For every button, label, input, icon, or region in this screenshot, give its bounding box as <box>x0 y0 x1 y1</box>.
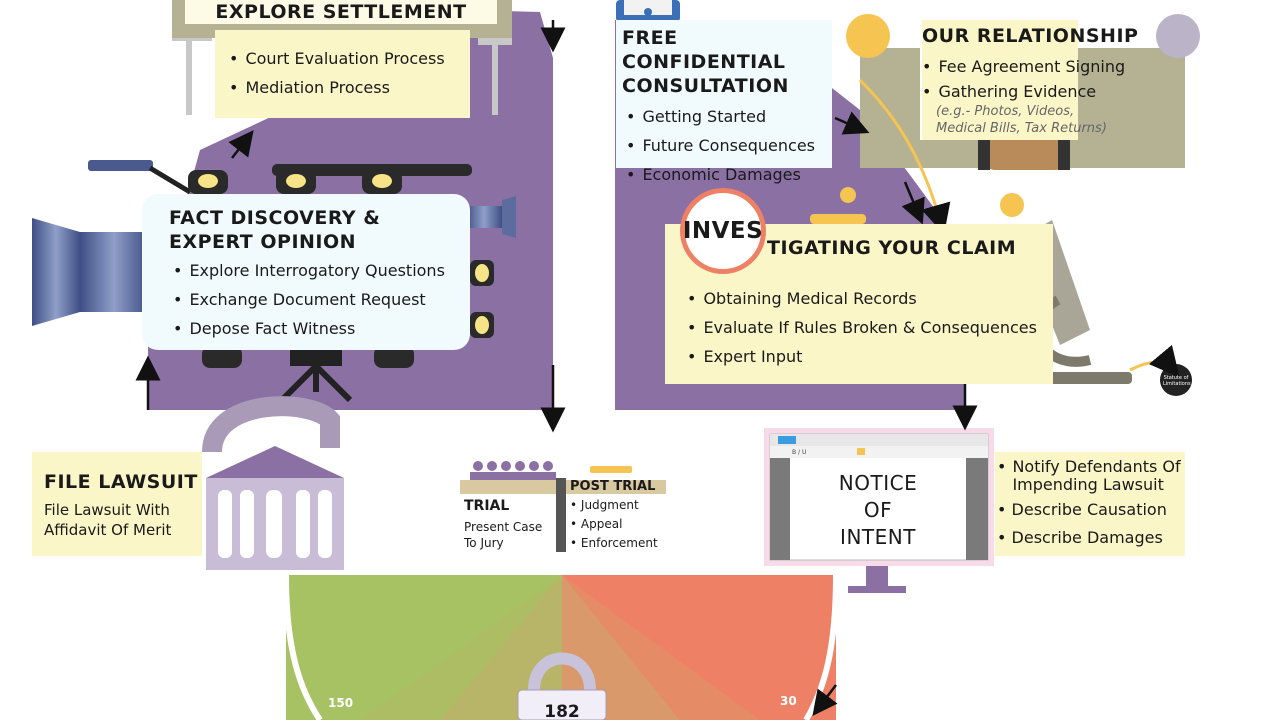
evidence-note-line1: (e.g.- Photos, Videos, <box>936 104 1075 119</box>
flow-arrows <box>135 20 1180 716</box>
trial-desc-line2: To Jury <box>464 536 504 550</box>
explore-settlement-title: EXPLORE SETTLEMENT <box>185 0 497 24</box>
list-item: • Describe Causation <box>997 500 1167 519</box>
courthouse-illustration <box>202 396 344 570</box>
list-item: Exchange Document Request <box>173 285 470 314</box>
trial-box: TRIAL Present Case To Jury <box>462 497 556 553</box>
list-item: • Judgment <box>570 498 639 512</box>
list-item: • Describe Damages <box>997 528 1163 547</box>
investigating-magnified-text: INVES <box>682 218 764 244</box>
list-item: Mediation Process <box>229 73 470 102</box>
file-lawsuit-box: FILE LAWSUIT File Lawsuit With Affidavit… <box>32 452 202 556</box>
list-item: •Notify Defendants Of Impending Lawsuit <box>997 457 1181 494</box>
jury-illustration <box>470 461 556 480</box>
post-trial-title: POST TRIAL <box>570 479 656 494</box>
list-item: Court Evaluation Process <box>229 44 470 73</box>
notice-line1: NOTICE <box>838 471 918 495</box>
monitor-toolbar-text: B / U <box>792 449 807 456</box>
relationship-title: OUR RELATIONSHIP <box>922 25 1139 47</box>
lock-value: 182 <box>544 702 580 722</box>
list-item: Fee Agreement Signing <box>922 52 1142 81</box>
fact-discovery-title-line1: FACT DISCOVERY & <box>169 207 381 229</box>
consultation-box: FREE CONFIDENTIAL CONSULTATION Getting S… <box>616 20 832 184</box>
timeline-pie <box>283 574 839 720</box>
post-trial-box: POST TRIAL • Judgment • Appeal • Enforce… <box>570 478 666 554</box>
timeline-left-label: 150 <box>328 696 354 710</box>
list-item: Explore Interrogatory Questions <box>173 256 470 285</box>
list-item: Getting Started <box>626 102 832 131</box>
magnifying-glass-icon: INVES <box>680 188 766 274</box>
list-item: Evaluate If Rules Broken & Consequences <box>687 313 1037 342</box>
file-lawsuit-title: FILE LAWSUIT <box>44 471 198 493</box>
list-item: Depose Fact Witness <box>173 314 470 343</box>
file-lawsuit-desc-line1: File Lawsuit With <box>44 501 170 519</box>
consultation-title-line1: FREE CONFIDENTIAL <box>622 27 786 73</box>
monitor-illustration <box>764 428 994 593</box>
statute-clock-label: Statute of Limitations <box>1163 375 1191 387</box>
notice-line2: OF <box>863 498 893 522</box>
list-item: Economic Damages <box>626 160 832 189</box>
relationship-box: OUR RELATIONSHIP Fee Agreement Signing G… <box>902 24 1142 144</box>
notice-line3: INTENT <box>840 525 916 549</box>
notice-title: NOTICE OF INTENT <box>790 470 966 556</box>
evidence-note-line2: Medical Bills, Tax Returns) <box>936 121 1107 136</box>
notice-items-box: •Notify Defendants Of Impending Lawsuit … <box>995 452 1185 556</box>
explore-settlement-box: Court Evaluation Process Mediation Proce… <box>215 30 470 118</box>
fact-discovery-box: FACT DISCOVERY & EXPERT OPINION Explore … <box>142 194 470 350</box>
trial-title: TRIAL <box>464 498 510 514</box>
list-item: Future Consequences <box>626 131 832 160</box>
file-lawsuit-desc-line2: Affidavit Of Merit <box>44 521 172 539</box>
list-item: Expert Input <box>687 342 1037 371</box>
fact-discovery-title-line2: EXPERT OPINION <box>169 231 357 253</box>
camera-illustration <box>32 160 516 403</box>
list-item: Gathering Evidence <box>922 81 1142 103</box>
list-item: • Appeal <box>570 517 623 531</box>
timeline-right-label: 30 <box>780 694 797 708</box>
consultation-title-line2: CONSULTATION <box>622 75 789 97</box>
list-item: • Enforcement <box>570 536 658 550</box>
list-item: Obtaining Medical Records <box>687 284 1037 313</box>
investigating-title: TIGATING YOUR CLAIM <box>767 237 1017 259</box>
trial-desc-line1: Present Case <box>464 520 543 534</box>
